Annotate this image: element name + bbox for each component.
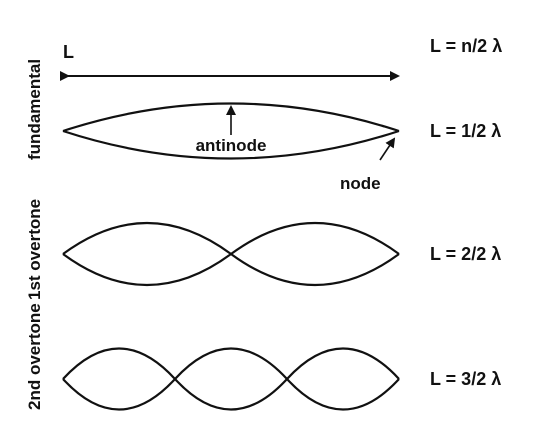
side-label-fundamental: fundamental (25, 59, 44, 160)
fundamental-wave-lower (62, 129, 400, 160)
first-overtone-loop-1-lower (62, 253, 232, 287)
fundamental-equation: L = 1/2 λ (430, 121, 501, 141)
first-overtone-wave (62, 221, 400, 287)
general-formula-label: L = n/2 λ (430, 36, 502, 56)
fundamental-wave-upper (62, 102, 400, 133)
second-overtone-loop-2-upper (174, 347, 288, 380)
antinode-label: antinode (196, 136, 267, 155)
first-overtone-equation: L = 2/2 λ (430, 244, 501, 264)
second-overtone-loop-1-lower (62, 378, 176, 411)
first-overtone-loop-2-lower (230, 253, 400, 287)
second-overtone-loop-1-upper (62, 347, 176, 380)
second-overtone-loop-3-lower (286, 378, 400, 411)
second-overtone-wave (62, 347, 400, 411)
side-label-second-overtone: 2nd overtone (25, 303, 44, 410)
node-arrow (379, 137, 396, 161)
second-overtone-equation: L = 3/2 λ (430, 369, 501, 389)
second-overtone-loop-2-lower (174, 378, 288, 411)
first-overtone-loop-1-upper (62, 221, 232, 255)
side-label-first-overtone: 1st overtone (25, 199, 44, 300)
fundamental-wave (62, 102, 400, 160)
second-overtone-loop-3-upper (286, 347, 400, 380)
length-label: L (63, 42, 74, 62)
first-overtone-loop-2-upper (230, 221, 400, 255)
node-label: node (340, 174, 381, 193)
